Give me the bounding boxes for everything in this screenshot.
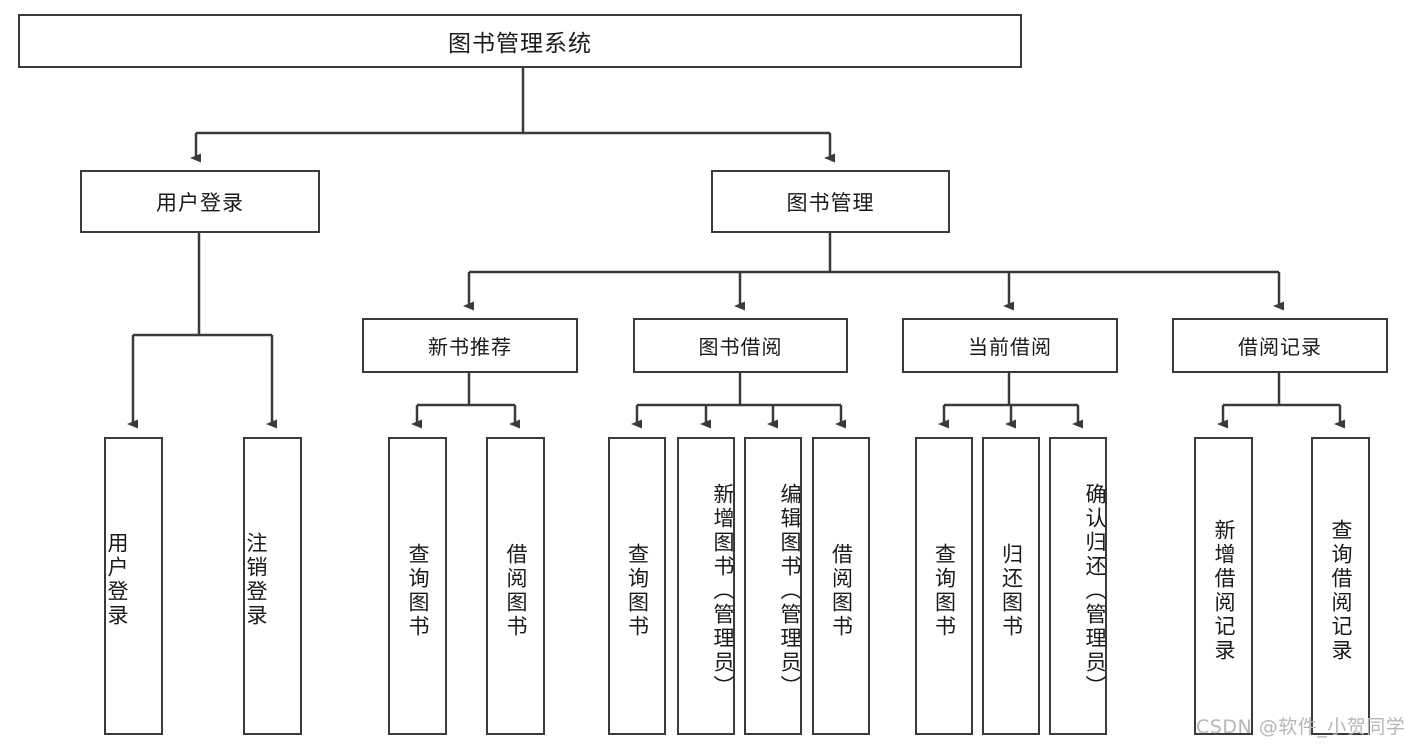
node-book-borrow-label: 图书借阅 [698, 335, 783, 359]
node-book-manage-label: 图书管理 [786, 190, 875, 215]
node-user-login-label: 用户登录 [156, 190, 244, 215]
leaf-label: 借阅图书 [829, 543, 854, 639]
node-borrow-record[interactable]: 借阅记录 [1172, 318, 1388, 373]
node-root-system[interactable]: 图书管理系统 [18, 14, 1022, 68]
node-book-borrow[interactable]: 图书借阅 [633, 318, 848, 373]
leaf-label: 归还图书 [999, 543, 1024, 639]
leaf-book-borrow-borrow[interactable]: 借阅图书 [812, 437, 870, 735]
leaf-book-borrow-add[interactable]: 新增图书（管理员） [677, 437, 735, 735]
node-current-borrow-label: 当前借阅 [968, 335, 1052, 359]
leaf-label: 新增图书（管理员） [711, 483, 735, 699]
leaf-current-borrow-query[interactable]: 查询图书 [915, 437, 973, 735]
leaf-new-book-borrow[interactable]: 借阅图书 [486, 437, 545, 735]
node-book-manage[interactable]: 图书管理 [711, 170, 950, 233]
node-user-login[interactable]: 用户登录 [80, 170, 320, 233]
leaf-label: 查询图书 [406, 543, 430, 639]
leaf-borrow-record-add[interactable]: 新增借阅记录 [1194, 437, 1253, 735]
leaf-current-borrow-return[interactable]: 归还图书 [982, 437, 1040, 735]
leaf-label: 注销登录 [244, 532, 268, 628]
leaf-label: 编辑图书（管理员） [778, 483, 802, 699]
leaf-label: 查询图书 [932, 543, 957, 639]
leaf-label: 用户登录 [105, 532, 129, 628]
leaf-book-borrow-edit[interactable]: 编辑图书（管理员） [744, 437, 802, 735]
leaf-label: 新增借阅记录 [1212, 519, 1236, 663]
leaf-label: 查询图书 [625, 543, 650, 639]
node-current-borrow[interactable]: 当前借阅 [902, 318, 1118, 373]
watermark: CSDN @软件_小贺同学 [1196, 716, 1405, 738]
node-root-label: 图书管理系统 [448, 31, 592, 57]
leaf-current-borrow-confirm-return[interactable]: 确认归还（管理员） [1049, 437, 1107, 735]
leaf-label: 借阅图书 [504, 543, 528, 639]
leaf-book-borrow-query[interactable]: 查询图书 [608, 437, 666, 735]
leaf-label: 确认归还（管理员） [1083, 483, 1107, 699]
leaf-user-login-logout[interactable]: 注销登录 [243, 437, 302, 735]
leaf-borrow-record-query[interactable]: 查询借阅记录 [1311, 437, 1370, 735]
leaf-new-book-query[interactable]: 查询图书 [388, 437, 447, 735]
node-borrow-record-label: 借阅记录 [1238, 335, 1322, 359]
node-new-book-recommend-label: 新书推荐 [428, 335, 512, 359]
node-new-book-recommend[interactable]: 新书推荐 [362, 318, 578, 373]
leaf-label: 查询借阅记录 [1329, 519, 1353, 663]
leaf-user-login-login[interactable]: 用户登录 [104, 437, 163, 735]
